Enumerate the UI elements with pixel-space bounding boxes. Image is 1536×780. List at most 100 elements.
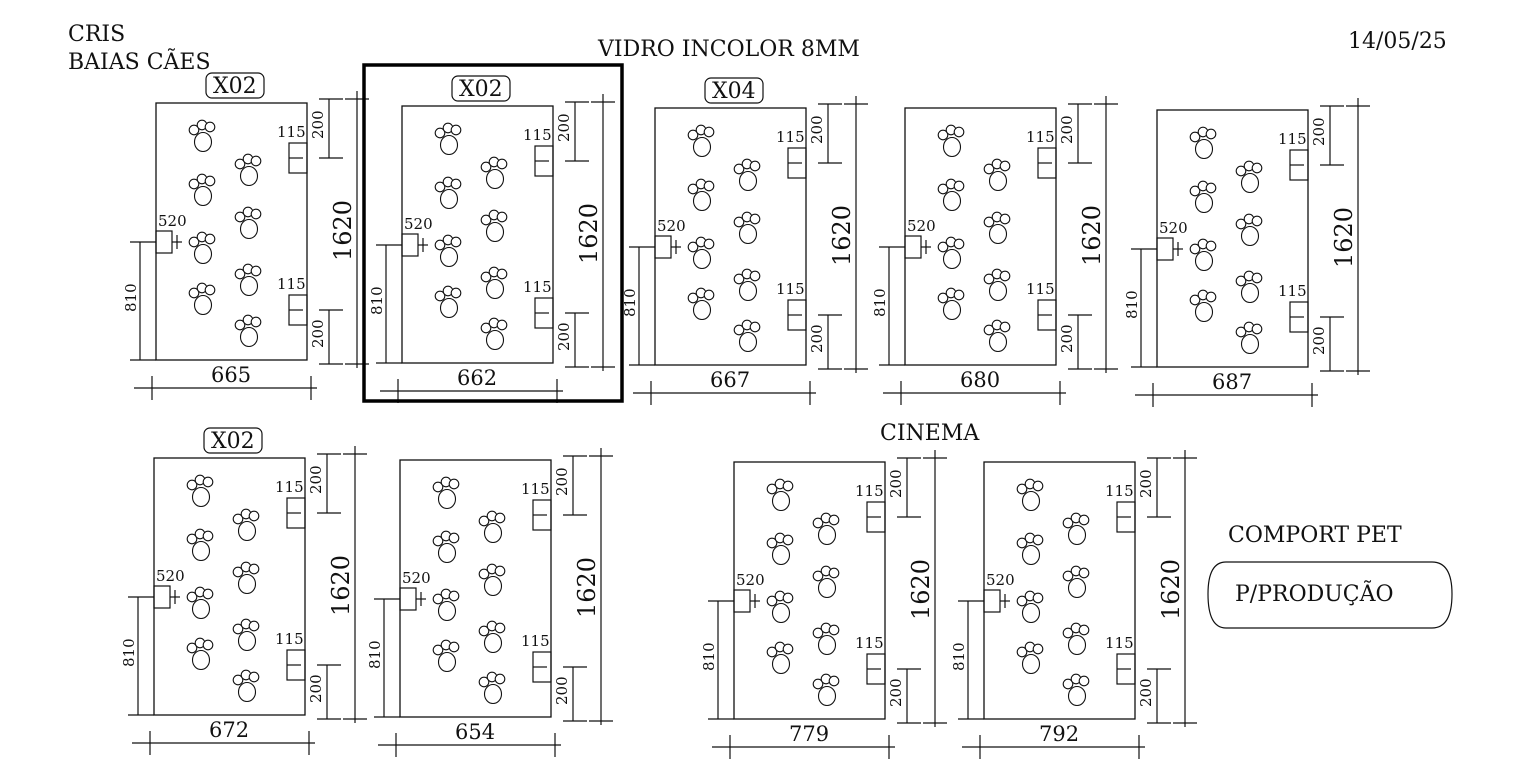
hinge-offset-label: 200 [808, 324, 826, 353]
paw-print-icon [188, 231, 216, 265]
hinge-width-label: 115 [776, 128, 805, 146]
panel-outline [733, 461, 886, 720]
panel-outline [904, 107, 1057, 366]
hinge-width-label: 115 [523, 278, 552, 296]
quantity-tag: X02 [451, 75, 511, 102]
hinge-offset-label: 200 [1058, 115, 1076, 144]
panel-outline [399, 459, 552, 718]
height-label: 1620 [1330, 207, 1358, 268]
hinge-width-label: 115 [277, 123, 306, 141]
paw-print-icon [812, 565, 840, 599]
hinge-width-label: 115 [275, 478, 304, 496]
latch-height-label: 810 [621, 288, 639, 317]
latch-width-label: 520 [1159, 219, 1188, 237]
paw-print-icon [733, 211, 761, 245]
paw-print-icon [687, 287, 715, 321]
paw-print-icon [733, 319, 761, 353]
paw-print-icon [188, 173, 216, 207]
paw-print-icon [478, 620, 506, 654]
width-label: 654 [455, 720, 495, 744]
hinge-width-label: 115 [855, 634, 884, 652]
latch-height-label: 810 [122, 283, 140, 312]
paw-print-icon [1062, 565, 1090, 599]
hinge-width-label: 115 [277, 275, 306, 293]
project-name: BAIAS CÃES [68, 47, 211, 75]
width-label: 687 [1212, 370, 1252, 394]
paw-print-icon [478, 671, 506, 705]
panel-outline [153, 457, 306, 716]
paw-print-icon [766, 478, 794, 512]
paw-print-icon [432, 639, 460, 673]
hinge-offset-label: 200 [887, 469, 905, 498]
latch-height-label: 810 [871, 288, 889, 317]
client-name: CRIS [68, 22, 125, 47]
panel-outline [155, 102, 308, 361]
width-label: 667 [710, 368, 750, 392]
panel-outline [1156, 109, 1309, 368]
hinge-offset-label: 200 [309, 319, 327, 348]
latch-height-label: 810 [120, 638, 138, 667]
hinge-width-label: 115 [1026, 280, 1055, 298]
paw-print-icon [232, 508, 260, 542]
paw-print-icon [812, 673, 840, 707]
paw-print-icon [937, 287, 965, 321]
paw-print-icon [434, 234, 462, 268]
paw-print-icon [186, 637, 214, 671]
latch-height-label: 810 [1123, 290, 1141, 319]
paw-print-icon [434, 285, 462, 319]
paw-print-icon [432, 530, 460, 564]
paw-print-icon [434, 122, 462, 156]
hinge-offset-label: 200 [808, 115, 826, 144]
paw-print-icon [937, 236, 965, 270]
paw-print-icon [186, 528, 214, 562]
hinge-width-label: 115 [521, 632, 550, 650]
paw-print-icon [186, 586, 214, 620]
hinge-offset-label: 200 [1137, 678, 1155, 707]
paw-print-icon [766, 532, 794, 566]
paw-print-icon [733, 268, 761, 302]
hinge-offset-label: 200 [555, 113, 573, 142]
panel-outline [983, 461, 1136, 720]
paw-print-icon [687, 236, 715, 270]
paw-print-icon [234, 314, 262, 348]
paw-print-icon [232, 669, 260, 703]
paw-print-icon [480, 266, 508, 300]
quantity-tag-label: X04 [712, 79, 756, 104]
paw-print-icon [1189, 238, 1217, 272]
paw-print-icon [1016, 641, 1044, 675]
material-title: VIDRO INCOLOR 8MM [597, 37, 860, 62]
quantity-tag: X04 [704, 77, 764, 104]
latch-width-label: 520 [657, 217, 686, 235]
quantity-tag-label: X02 [459, 77, 503, 102]
height-label: 1620 [907, 559, 935, 620]
paw-print-icon [234, 206, 262, 240]
hinge-width-label: 115 [1278, 130, 1307, 148]
latch-width-label: 520 [156, 567, 185, 585]
width-label: 672 [209, 718, 249, 742]
latch-width-label: 520 [404, 215, 433, 233]
quantity-tag: X02 [205, 72, 265, 99]
latch-height-label: 810 [950, 642, 968, 671]
paw-print-icon [1189, 126, 1217, 160]
hinge-width-label: 115 [523, 126, 552, 144]
paw-print-icon [1062, 622, 1090, 656]
paw-print-icon [937, 124, 965, 158]
hinge-offset-label: 200 [307, 465, 325, 494]
width-label: 665 [211, 363, 251, 387]
quantity-tag-label: X02 [211, 429, 255, 454]
comport-label: COMPORT PET [1228, 523, 1402, 548]
paw-print-icon [1016, 590, 1044, 624]
height-label: 1620 [575, 203, 603, 264]
height-label: 1620 [327, 555, 355, 616]
paw-print-icon [478, 563, 506, 597]
hinge-offset-label: 200 [887, 678, 905, 707]
hinge-width-label: 115 [521, 480, 550, 498]
paw-print-icon [983, 211, 1011, 245]
paw-print-icon [1235, 213, 1263, 247]
paw-print-icon [478, 510, 506, 544]
latch-height-label: 810 [700, 642, 718, 671]
